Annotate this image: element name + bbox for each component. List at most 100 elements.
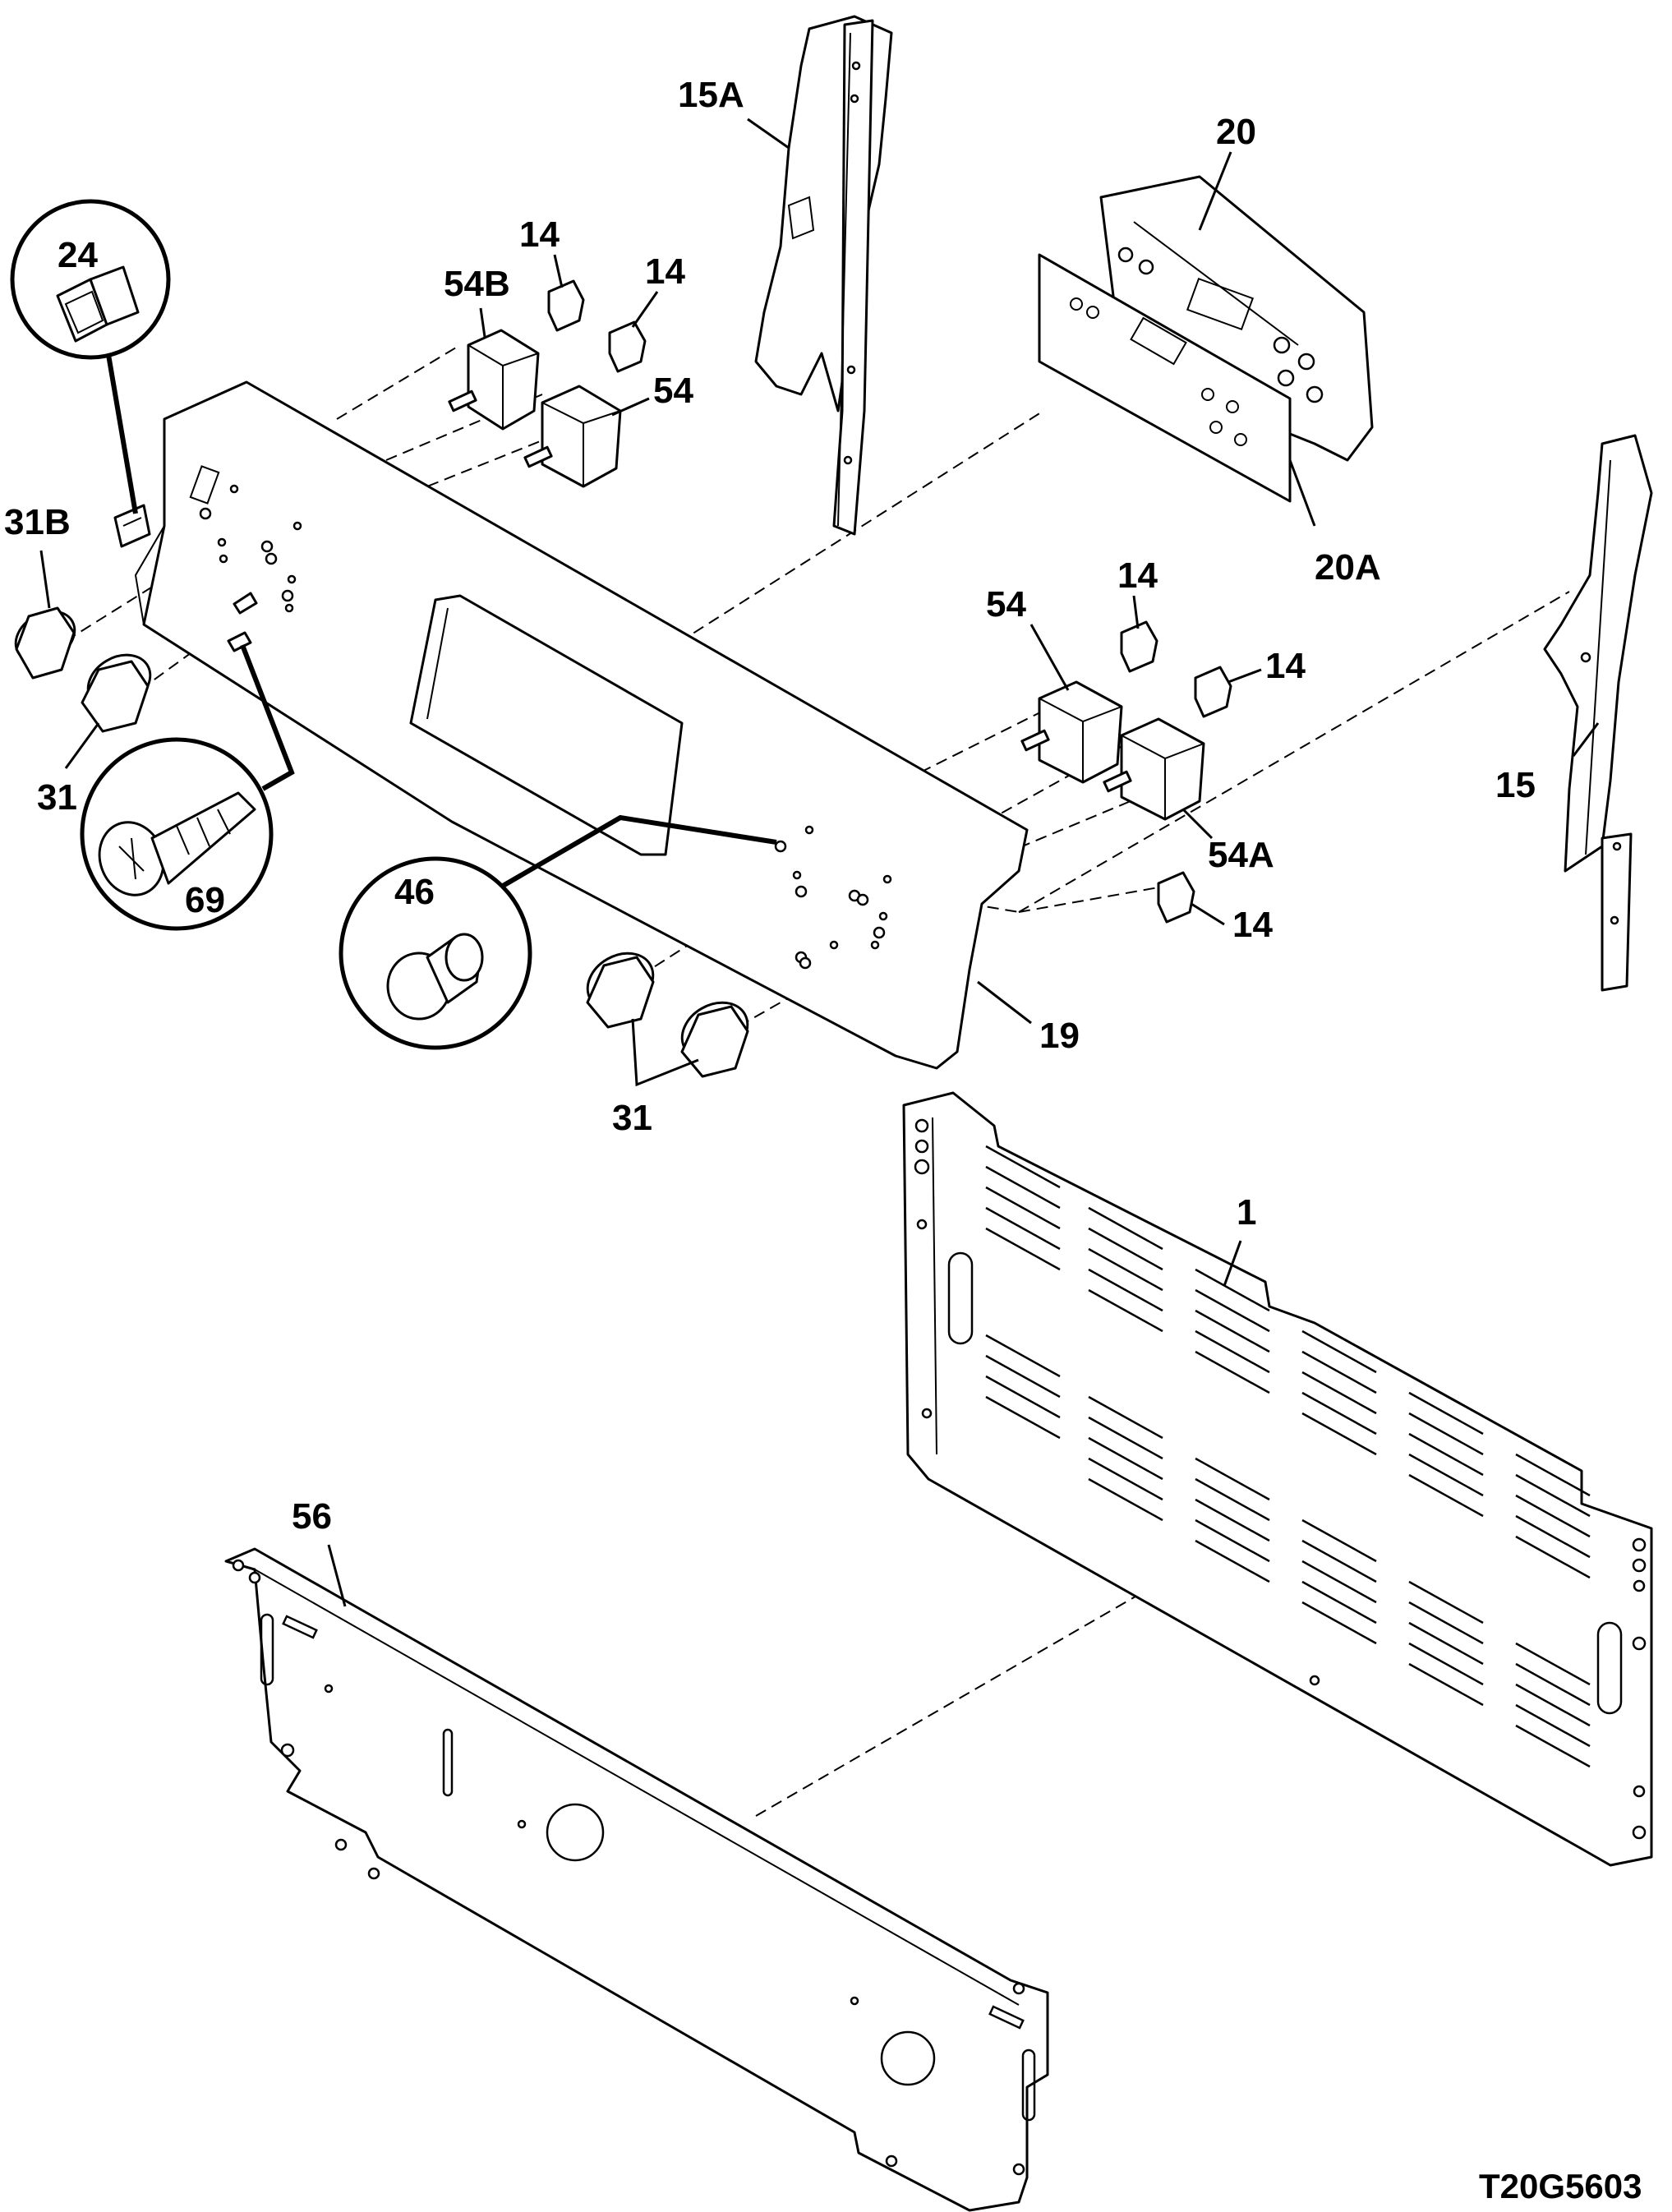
panel-slot — [260, 1613, 274, 1686]
label-14e: 14 — [1232, 905, 1273, 945]
panel-hole — [199, 507, 212, 520]
overlay-20a — [1038, 253, 1292, 503]
board-button — [1117, 247, 1134, 263]
leader-31-bottom — [631, 1018, 699, 1087]
align-line — [385, 394, 543, 461]
knob-31-grip — [81, 660, 150, 733]
bracket-15a-edge — [837, 32, 851, 527]
panel-hole — [914, 1159, 930, 1175]
overlay-window — [1130, 316, 1187, 366]
board-button — [1273, 336, 1291, 354]
labels: 15A 20 20A 14 14 54B 54 14 14 54 54A 14 … — [4, 75, 1536, 1537]
back-panel-56 — [224, 1547, 1049, 2212]
louver-group — [1195, 1457, 1270, 1583]
overlay-dot — [1070, 297, 1083, 311]
label-54-right: 54 — [986, 584, 1026, 624]
label-31-bottom: 31 — [612, 1098, 652, 1138]
rocker-switch-line — [122, 517, 142, 527]
indicator-14-c — [1120, 620, 1158, 673]
panel-hole — [885, 2154, 898, 2168]
switch-54-left-body — [541, 385, 622, 488]
plug-flange — [444, 933, 484, 982]
overlay-dot — [1234, 433, 1247, 446]
drawing-code: T20G5603 — [1479, 2167, 1642, 2205]
knob-31-grip — [680, 1005, 749, 1078]
panel-hole — [229, 484, 239, 494]
bracket-15 — [1543, 434, 1653, 992]
leader-14a — [553, 254, 564, 288]
knob-31-bottom-b — [680, 1001, 749, 1078]
callout-24 — [10, 199, 171, 514]
leader-19 — [977, 980, 1032, 1025]
indicator-14-body — [608, 320, 647, 373]
louver-group — [1408, 1580, 1484, 1707]
back-panel-body — [224, 1547, 1049, 2212]
label-20a: 20A — [1315, 547, 1381, 588]
panel-hole — [882, 874, 892, 884]
indicator-14-body — [1194, 666, 1232, 718]
panel-hole — [334, 1838, 348, 1851]
overlay-dot — [1226, 400, 1239, 413]
rocker-switch-24-installed — [113, 504, 151, 548]
leader-15a — [747, 118, 790, 150]
label-56: 56 — [292, 1496, 332, 1537]
panel-slot — [282, 1615, 318, 1639]
louver-group — [1515, 1453, 1591, 1579]
leader-lines — [39, 118, 1600, 1607]
callout-69 — [80, 643, 295, 931]
bracket-hole — [846, 365, 856, 375]
alignment-lines — [65, 344, 1570, 1817]
knob-31b — [14, 606, 76, 680]
panel-hole — [873, 926, 886, 939]
screw-threads — [176, 809, 231, 855]
label-24: 24 — [58, 235, 98, 275]
overlay-20a-panel — [1038, 253, 1292, 503]
panel-hole — [792, 870, 802, 880]
panel-hole — [921, 1408, 933, 1419]
callout-24-leader — [104, 344, 138, 514]
rear-panel-1 — [902, 1091, 1653, 1867]
switch-54-right-body — [1038, 680, 1123, 784]
panel-hole — [1633, 1785, 1646, 1798]
louver-group — [1515, 1642, 1591, 1768]
knob-31-grip — [586, 956, 655, 1029]
switch-54a-shaft — [1103, 770, 1132, 793]
leader-1 — [1223, 1240, 1242, 1287]
louver-group — [1195, 1268, 1270, 1394]
label-54a: 54A — [1208, 835, 1274, 875]
panel-slot — [1596, 1621, 1623, 1715]
label-14a: 14 — [519, 214, 560, 255]
label-14b: 14 — [645, 251, 685, 292]
leader-20a — [1288, 459, 1316, 527]
switch-54-left — [523, 385, 622, 488]
switch-54b-edges — [468, 344, 539, 429]
align-line — [525, 410, 1044, 740]
louver-group — [1088, 1395, 1163, 1522]
rear-panel-body — [902, 1091, 1653, 1867]
panel-hole — [324, 1684, 334, 1694]
panel-hole — [367, 1867, 380, 1880]
panel-switch-opening — [189, 465, 220, 505]
panel-hole — [1012, 2163, 1025, 2176]
leader-14d — [1228, 668, 1262, 684]
leader-54-left — [611, 397, 650, 417]
panel-hole — [795, 885, 808, 898]
align-line — [919, 706, 1052, 773]
switch-54b-shaft — [448, 389, 477, 412]
knob-31-left — [81, 653, 152, 733]
window-inner — [426, 607, 449, 720]
label-20: 20 — [1216, 112, 1256, 152]
panel-hole — [517, 1819, 527, 1829]
back-panel-flange — [254, 1569, 1020, 2006]
bracket-15-edge — [1585, 459, 1611, 855]
louver-group — [985, 1145, 1061, 1271]
indicator-14-b — [608, 320, 647, 373]
rear-panel-flange — [932, 1117, 937, 1455]
indicator-14-body — [547, 279, 585, 332]
leader-31-left — [64, 722, 100, 769]
switch-54-right — [1020, 680, 1123, 784]
overlay-dot — [1201, 388, 1214, 401]
callout-46-leader — [491, 814, 777, 894]
panel-hole — [217, 537, 227, 547]
